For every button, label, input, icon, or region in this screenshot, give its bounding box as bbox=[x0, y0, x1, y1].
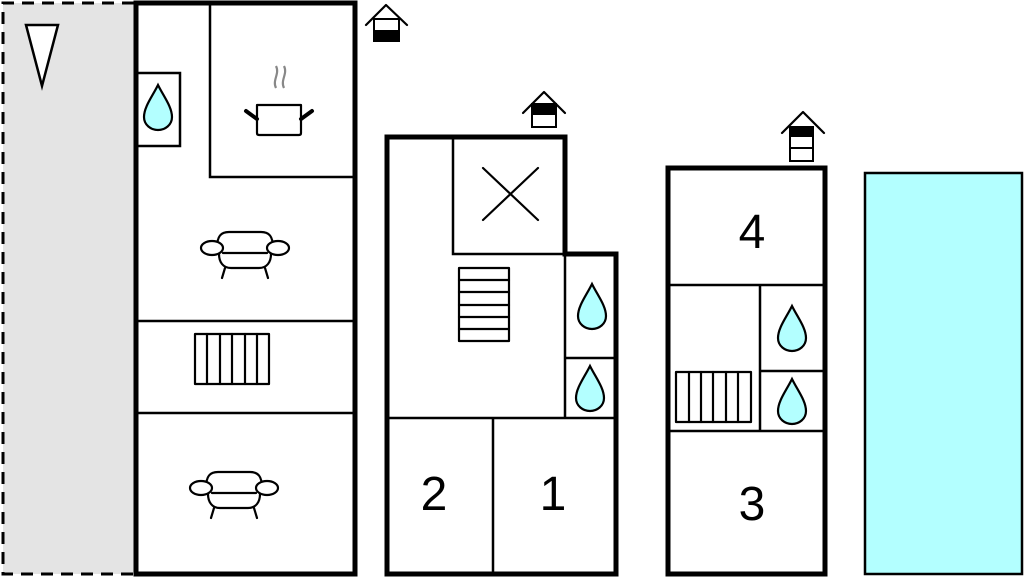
terrace-area bbox=[1, 1, 134, 576]
room-void bbox=[451, 135, 567, 256]
sofa-icon bbox=[188, 470, 280, 520]
void-cross-icon bbox=[481, 166, 540, 222]
terrace-border bbox=[1, 1, 134, 576]
stairs-icon bbox=[457, 266, 511, 343]
water-drop-icon bbox=[574, 364, 606, 413]
building-outline bbox=[665, 165, 828, 577]
stairs-icon bbox=[674, 370, 753, 424]
north-arrow-icon bbox=[24, 23, 60, 91]
floor-indicator-icon bbox=[780, 110, 826, 162]
cooking-pot-icon bbox=[244, 65, 314, 137]
swimming-pool bbox=[863, 171, 1024, 576]
room-number-4: 4 bbox=[739, 206, 766, 259]
room-number-1: 1 bbox=[540, 468, 567, 521]
room-bathrooms bbox=[669, 285, 824, 433]
terrace-fill bbox=[3, 3, 134, 574]
water-drop-icon bbox=[776, 304, 808, 353]
room-kitchen bbox=[208, 3, 354, 179]
building-ground-floor bbox=[133, 0, 409, 577]
building-outline bbox=[133, 0, 358, 577]
room-bathroom bbox=[135, 71, 182, 148]
building-second-floor: 4 3 bbox=[665, 110, 828, 577]
floor-indicator-icon bbox=[364, 3, 409, 42]
sofa-icon bbox=[199, 230, 291, 280]
water-drop-icon bbox=[576, 282, 608, 331]
wall-bedrooms bbox=[388, 416, 614, 573]
floor-indicator-icon bbox=[521, 90, 567, 128]
stairs-icon bbox=[193, 332, 271, 386]
water-drop-icon bbox=[776, 377, 808, 426]
building-first-floor: 2 1 bbox=[384, 90, 619, 577]
room-bathrooms bbox=[563, 254, 614, 418]
room-number-2: 2 bbox=[421, 468, 448, 521]
water-drop-icon bbox=[142, 83, 174, 132]
room-number-3: 3 bbox=[739, 478, 766, 531]
